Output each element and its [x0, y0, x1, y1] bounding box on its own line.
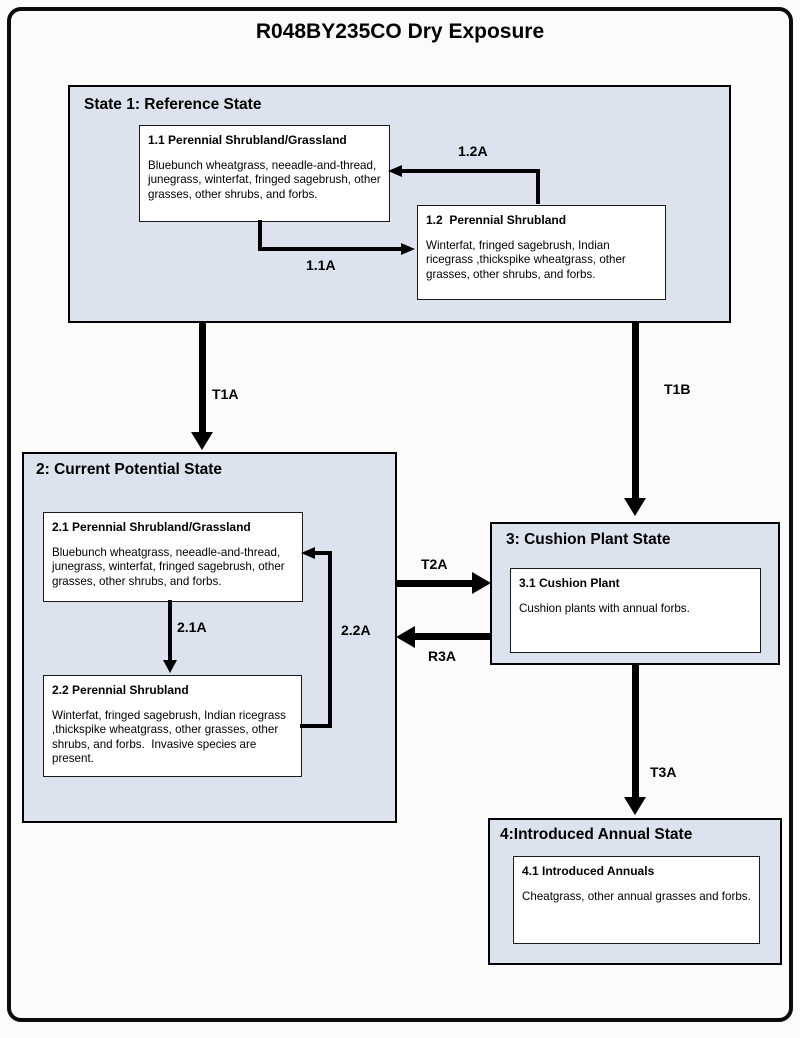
community-box-1-2: 1.2 Perennial Shrubland Winterfat, fring…	[417, 205, 666, 300]
restoration-r3a-line	[414, 633, 490, 640]
pathway-1-1a-horizontal-line	[258, 247, 403, 251]
pathway-1-1a-label: 1.1A	[306, 257, 336, 273]
pathway-1-2a-horizontal-line	[398, 169, 540, 173]
state-4-header: 4:Introduced Annual State	[500, 826, 693, 843]
community-1-2-body: Winterfat, fringed sagebrush, Indian ric…	[426, 239, 629, 281]
transition-t3a-label: T3A	[650, 764, 677, 780]
community-2-2-title: 2.2 Perennial Shrubland	[52, 683, 189, 697]
pathway-2-1a-vertical-line	[168, 600, 172, 660]
restoration-r3a-arrowhead-icon	[396, 626, 415, 648]
pathway-1-2a-vertical-line	[536, 170, 540, 204]
pathway-2-2a-arrowhead-icon	[301, 547, 315, 559]
transition-t2a-line	[396, 580, 472, 587]
community-3-1-title: 3.1 Cushion Plant	[519, 576, 620, 590]
community-1-1-body: Bluebunch wheatgrass, neeadle-and-thread…	[148, 159, 384, 201]
pathway-2-2a-bottom-line	[300, 724, 332, 728]
community-3-1-body: Cushion plants with annual forbs.	[519, 602, 690, 615]
pathway-2-2a-vertical-line	[328, 551, 332, 728]
community-box-3-1: 3.1 Cushion Plant Cushion plants with an…	[510, 568, 761, 653]
transition-t1a-label: T1A	[212, 386, 239, 402]
transition-t1b-line	[632, 323, 639, 498]
community-2-1-title: 2.1 Perennial Shrubland/Grassland	[52, 520, 251, 534]
pathway-1-1a-arrowhead-icon	[401, 243, 415, 255]
pathway-2-2a-label: 2.2A	[341, 622, 371, 638]
state-1-header: State 1: Reference State	[84, 96, 262, 113]
pathway-2-1a-arrowhead-icon	[163, 660, 177, 673]
community-2-1-body: Bluebunch wheatgrass, neeadle-and-thread…	[52, 546, 288, 588]
community-4-1-title: 4.1 Introduced Annuals	[522, 864, 655, 878]
community-box-2-2: 2.2 Perennial Shrubland Winterfat, fring…	[43, 675, 302, 777]
pathway-1-2a-arrowhead-icon	[388, 165, 402, 177]
transition-t1a-line	[199, 323, 206, 432]
community-2-2-body: Winterfat, fringed sagebrush, Indian ric…	[52, 709, 290, 766]
transition-t1a-arrowhead-icon	[191, 432, 213, 450]
state-2-header: 2: Current Potential State	[36, 461, 223, 478]
transition-t2a-arrowhead-icon	[472, 572, 491, 594]
diagram-border	[7, 7, 793, 1022]
state-3-header: 3: Cushion Plant State	[506, 531, 671, 548]
community-box-2-1: 2.1 Perennial Shrubland/Grassland Bluebu…	[43, 512, 303, 602]
transition-t3a-line	[632, 664, 639, 797]
pathway-1-1a-vertical-line	[258, 220, 262, 251]
transition-t2a-label: T2A	[421, 556, 448, 572]
community-1-2-title: 1.2 Perennial Shrubland	[426, 213, 567, 227]
restoration-r3a-label: R3A	[428, 648, 457, 664]
community-box-1-1: 1.1 Perennial Shrubland/Grassland Bluebu…	[139, 125, 390, 222]
diagram-title: R048BY235CO Dry Exposure	[255, 20, 545, 43]
community-box-4-1: 4.1 Introduced Annuals Cheatgrass, other…	[513, 856, 760, 944]
community-1-1-title: 1.1 Perennial Shrubland/Grassland	[148, 133, 347, 147]
transition-t3a-arrowhead-icon	[624, 797, 646, 815]
pathway-2-2a-top-line	[313, 551, 332, 555]
pathway-2-1a-label: 2.1A	[177, 619, 207, 635]
state-box-reference: State 1: Reference State 1.1 Perennial S…	[68, 85, 731, 323]
transition-t1b-label: T1B	[664, 381, 691, 397]
pathway-1-2a-label: 1.2A	[458, 143, 488, 159]
state-box-introduced-annual: 4:Introduced Annual State 4.1 Introduced…	[488, 818, 782, 965]
community-4-1-body: Cheatgrass, other annual grasses and for…	[522, 890, 751, 903]
transition-t1b-arrowhead-icon	[624, 498, 646, 516]
state-box-cushion-plant: 3: Cushion Plant State 3.1 Cushion Plant…	[490, 522, 780, 665]
